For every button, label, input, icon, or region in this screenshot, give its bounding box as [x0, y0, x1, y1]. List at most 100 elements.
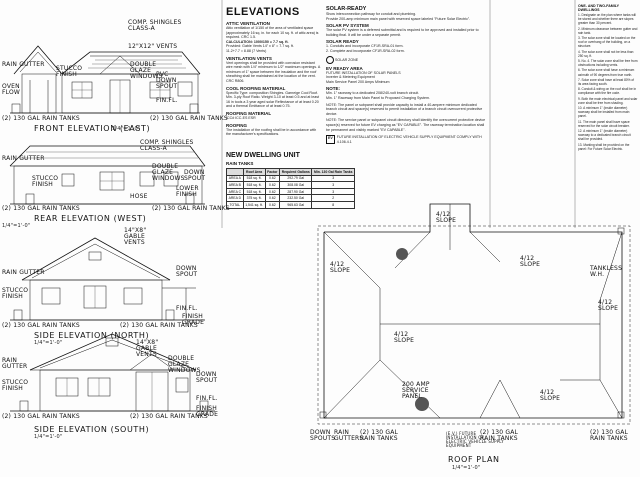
table-cell: TOTAL [226, 200, 244, 209]
front-elevation-drawing [10, 45, 201, 114]
pv-text: The solar PV system is a deferred submit… [326, 28, 479, 37]
table-cell: AREA A [226, 174, 244, 183]
rear-tanks-label: (2) 130 GAL RAIN TANKS [2, 205, 80, 212]
dwelling-sub: RAIN TANKS [226, 161, 254, 166]
rear-tanks-label-2: (2) 130 GAL RAIN TANKS [152, 205, 230, 212]
vent-text: Vent openings shall be provided with cor… [226, 60, 321, 83]
table-header-cell: Required Gallons [279, 168, 313, 176]
front-pvc-label: PVC DOWN SPOUT [156, 71, 178, 90]
solar-zone-legend: SOLAR ZONE [326, 55, 488, 64]
north-gable-vents-label: 14"X8" GABLE VENTS [124, 227, 147, 246]
table-cell: 375 sq. ft. [242, 194, 266, 202]
table-header-cell: Min. 130 Gal Rain Tanks [311, 168, 356, 176]
table-cell: AREA D [226, 194, 244, 202]
roof-material-heading: ROOFING MATERIAL [226, 110, 272, 116]
table-cell: 232.50 Gal [279, 194, 313, 202]
roof-tanks-label: (2) 130 GAL RAIN TANKS [360, 429, 399, 442]
front-gutter-label: RAIN GUTTER [2, 61, 45, 68]
south-down-spout-label: DOWN SPOUT [196, 371, 218, 384]
attic-heading: ATTIC VENTILATION [226, 21, 270, 26]
list-item: 13. Marking shall be provided on the pan… [578, 142, 630, 151]
north-elevation-scale: 1/4"=1'-0" [34, 340, 63, 346]
south-elevation-title: SIDE ELEVATION (SOUTH) [34, 425, 150, 434]
vent-heading: VENTILATION VENTS [226, 55, 272, 61]
solar-zone-text: SOLAR ZONE [335, 57, 359, 62]
table-cell: 518 sq. ft. [242, 181, 266, 189]
roof-slope-3: 4/12 SLOPE [520, 255, 541, 268]
table-cell: 308.08 Gal [279, 181, 313, 189]
table-cell: 0.62 [264, 194, 281, 202]
list-item: 12. A minimum 1" (inside diameter) racew… [578, 129, 631, 142]
table-cell: 965.63 Gal [279, 200, 313, 209]
ev-legend-text: FUTURE INSTALLATION OF ELECTRIC VEHICLE … [336, 135, 482, 144]
two-family-list: 1. Designate on the plan where tanks wil… [578, 13, 638, 151]
roof-tanks-label-2: (2) 130 GAL RAIN TANKS [480, 429, 519, 442]
table-cell: 2 [311, 194, 356, 202]
roof-slope-2: 4/12 SLOPE [330, 261, 351, 274]
south-tanks-label: (2) 130 GAL RAIN TANKS [2, 413, 80, 420]
rear-lower-finish-label: LOWER FINISH [176, 185, 199, 198]
north-down-spout-label: DOWN SPOUT [176, 265, 198, 278]
solar-zone-icon [326, 55, 334, 64]
roof-plan-title: ROOF PLAN [448, 455, 500, 464]
list-item: 10. A minimum 1" (inside diameter) racew… [578, 106, 630, 119]
list-item: 11. The main panel shall have space rese… [578, 119, 630, 128]
south-stucco-label: STUCCO FINISH [2, 379, 29, 392]
north-elevation-title: SIDE ELEVATION (NORTH) [34, 331, 150, 340]
list-item: 8. Conduit & wiring on the roof shall be… [578, 87, 637, 96]
calc-line-1: CALCULATION: 1000/150 = 7.7 sq. ft. [226, 39, 289, 44]
roof-slope-1: 4/12 SLOPE [436, 211, 457, 224]
front-tanks-label: (2) 130 GAL RAIN TANKS [2, 115, 80, 122]
front-fin-fl-label: FIN.FL. [156, 97, 178, 104]
rear-stucco-label: STUCCO FINISH [32, 175, 59, 188]
table-cell: AREA B [226, 181, 244, 189]
table-cell: 3 [311, 187, 356, 196]
roof-material-text: ICC# ICC-ES ESR [226, 115, 256, 120]
south-elevation-scale: 1/4"=1'-0" [34, 434, 63, 440]
north-elevation-drawing [10, 237, 205, 321]
table-cell: 518 sq. ft. [242, 174, 266, 183]
table-cell: 3 [311, 181, 356, 189]
table-header-cell: Factor [264, 168, 281, 176]
elevations-heading: ELEVATIONS [226, 6, 300, 18]
north-fin-fl-label: FIN.FL. [176, 305, 198, 312]
rear-elevation-scale: 1/4"=1'-0" [2, 223, 31, 229]
ev-ready-heading: EV READY AREA [326, 65, 363, 71]
rear-down-spout-label: DOWN SPOUT [184, 169, 206, 182]
note-3: NOTE: The panel or subpanel shall provid… [326, 102, 483, 116]
north-finish-grade-label: FINISH GRADE [182, 313, 205, 326]
front-elevation-scale: 1/4"=1'-0" [112, 126, 141, 132]
roof-tankless-label: TANKLESS W.H. [590, 265, 623, 278]
list-item: 2. Minimum clearance between gutter and … [578, 26, 638, 35]
list-item: 4. The solar zone shall not be less than… [578, 49, 634, 58]
roof-ev-note: (E.V.) FUTURE INSTALLATION OF ELECTRIC V… [446, 431, 504, 448]
roof-slope-5: 4/12 SLOPE [394, 331, 415, 344]
list-item: 5. No. 4. The solar zone shall be free f… [578, 59, 638, 68]
list-item: 7. Solar zone shall have at least 80% of… [578, 77, 634, 87]
front-tanks-label-2: (2) 130 GAL RAIN TANKS [150, 115, 228, 122]
rear-double-glaze-label: DOUBLE GLAZE WINDOWS [152, 163, 185, 182]
roof-down-spouts-label: DOWN SPOUTS [310, 429, 336, 442]
south-finish-grade-label: FINISH GRADE [196, 405, 219, 418]
list-item: 6. The solar zone shall have a minimum a… [578, 68, 635, 77]
list-item: 9. Both the main electrical panel and so… [578, 96, 638, 105]
table-header-cell: Roof Area [242, 168, 266, 176]
south-double-glaze-label: DOUBLE GLAZE WINDOWS [168, 355, 201, 374]
elevation-notes-column: ELEVATIONS ATTIC VENTILATION Attic venti… [226, 6, 322, 137]
future-item-3: Main Service Panel 200 Amps Minimum [326, 79, 390, 84]
ev-icon: EV [326, 135, 335, 145]
roof-plan-scale: 1/4"=1'-0" [452, 465, 481, 471]
solar-line-2: Provide 200-amp minimum main panel with … [326, 16, 471, 21]
solar-notes-column: SOLAR-READY Show interconnection pathway… [326, 6, 488, 145]
front-shingles-label: COMP. SHINGLES CLASS-A [128, 19, 182, 32]
list-item: 1. Designate on the plan where tanks wil… [578, 13, 636, 26]
table-cell: 287.90 Gal [279, 187, 313, 196]
north-stucco-label: STUCCO FINISH [2, 287, 29, 300]
note-4: NOTE: The service panel or subpanel circ… [326, 118, 486, 132]
table-cell: 0.62 [264, 174, 281, 183]
